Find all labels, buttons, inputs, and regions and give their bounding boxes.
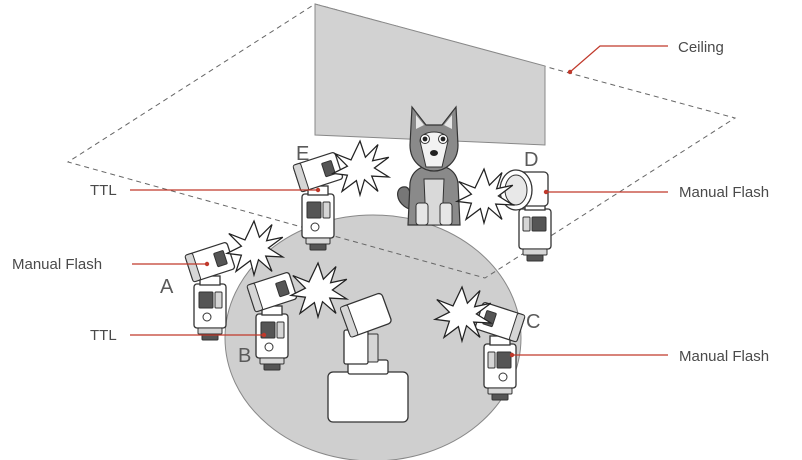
flash-e: E [292, 140, 390, 251]
callout-manual-left: Manual Flash [12, 256, 210, 273]
backdrop-wall [314, 3, 546, 146]
flash-d: D [456, 149, 552, 262]
flash-c: C [434, 286, 540, 401]
label-ttl-lower: TTL [90, 327, 117, 344]
camera-icon [327, 292, 409, 423]
flash-burst-icon [332, 140, 390, 196]
label-manual-left: Manual Flash [12, 256, 102, 273]
flash-letter-a: A [160, 276, 174, 298]
callout-manual-right-bottom: Manual Flash [509, 348, 769, 365]
flash-a: A [160, 220, 284, 341]
flash-letter-b: B [238, 345, 251, 367]
flash-b: B [238, 262, 348, 371]
callout-ceiling: Ceiling [567, 39, 724, 75]
callout-ttl-lower: TTL [90, 327, 267, 344]
callout-ttl-upper: TTL [90, 182, 321, 199]
flash-letter-c: C [526, 311, 540, 333]
label-ceiling: Ceiling [678, 39, 724, 56]
flash-letter-e: E [296, 143, 309, 165]
dog-icon [397, 105, 461, 226]
flash-letter-d: D [524, 149, 538, 171]
callout-manual-right-top: Manual Flash [543, 184, 769, 201]
label-ttl-upper: TTL [90, 182, 117, 199]
label-manual-right-top: Manual Flash [679, 184, 769, 201]
ceiling-plane [66, 3, 737, 279]
label-manual-right-bottom: Manual Flash [679, 348, 769, 365]
